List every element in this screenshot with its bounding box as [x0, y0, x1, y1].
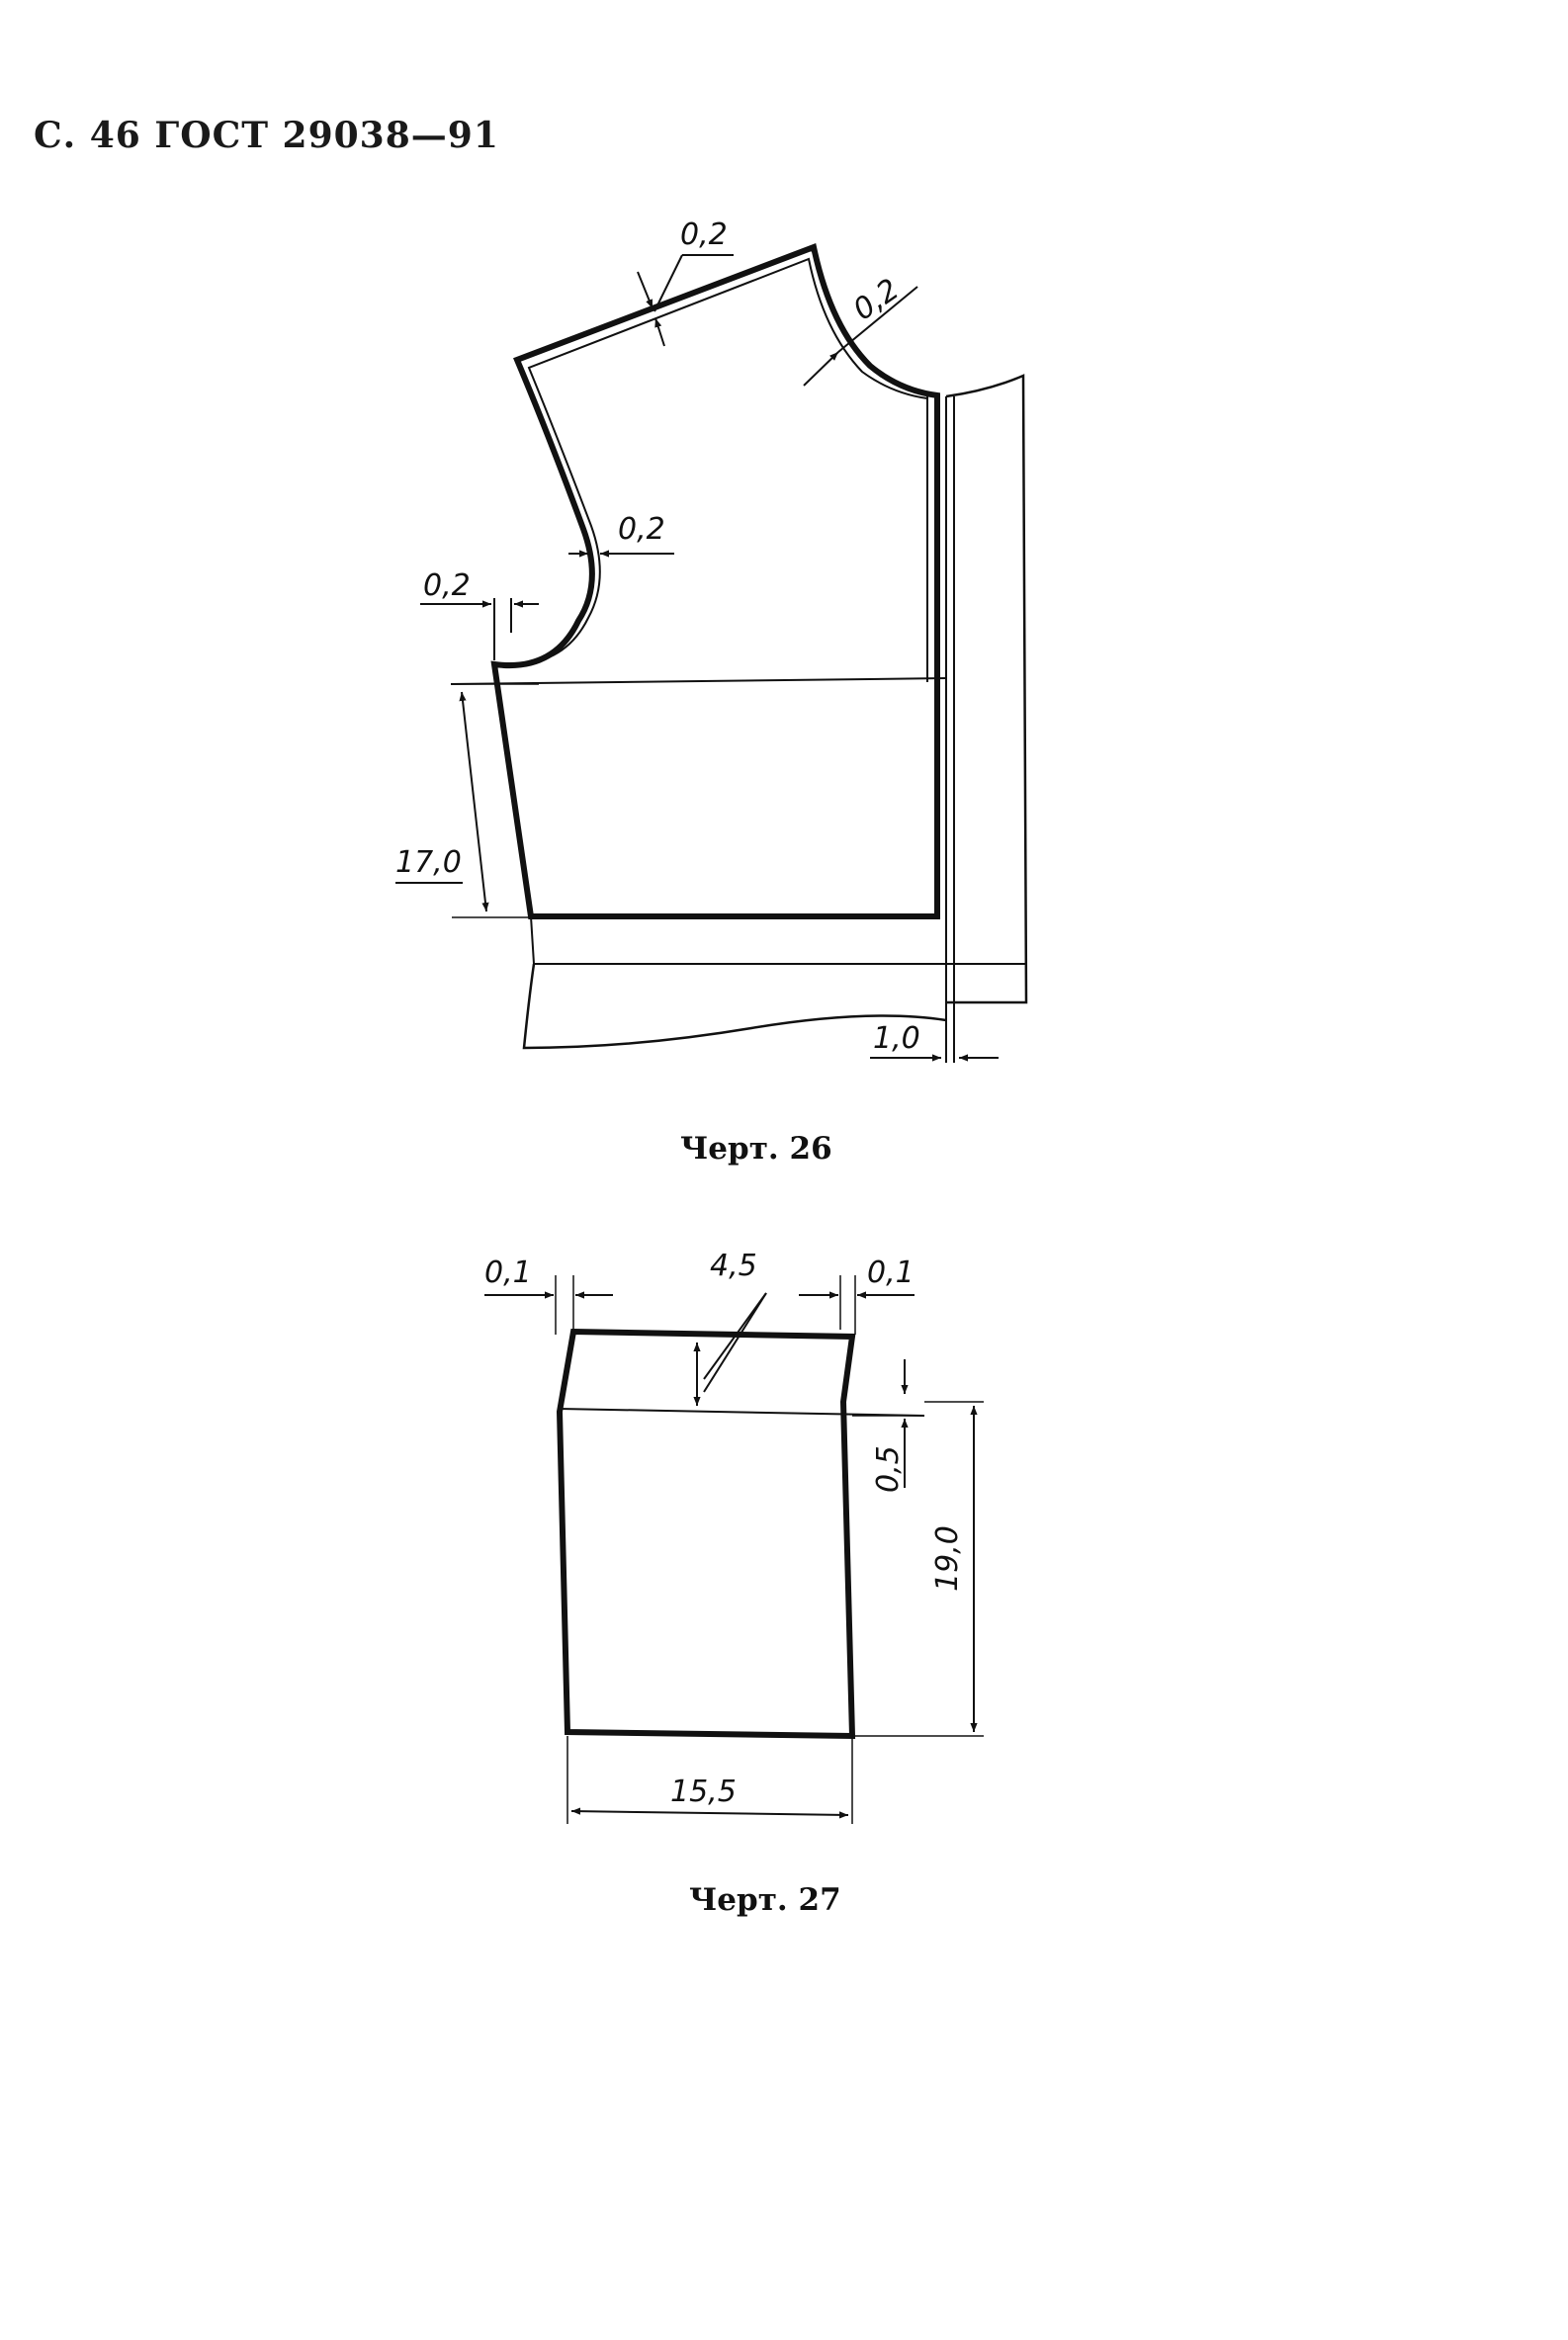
- dim-neck-label: 0,2: [847, 272, 906, 327]
- dim-side-label: 0,2: [423, 568, 471, 603]
- dim-height-label: 17,0: [395, 845, 462, 880]
- hem-bottom: [522, 963, 947, 1050]
- figure-27-caption: Черт. 27: [689, 1882, 841, 1918]
- dim-shoulder-label: 0,2: [680, 217, 728, 252]
- page-header: С. 46 ГОСТ 29038—91: [34, 115, 499, 156]
- dim-front-label: 1,0: [873, 1021, 920, 1056]
- dim-armhole-label: 0,2: [618, 512, 665, 547]
- figure-26-caption: Черт. 26: [680, 1131, 832, 1167]
- dim-155-line: [570, 1807, 849, 1819]
- dim-height-label-27: 19,0: [930, 1525, 965, 1592]
- dim-top-height-label: 4,5: [710, 1249, 757, 1283]
- dim-right-allowance-label: 0,1: [867, 1256, 915, 1290]
- dim-left-allowance-label: 0,1: [484, 1256, 532, 1290]
- fold-line: [559, 1408, 925, 1417]
- dim-17-line: [459, 691, 489, 912]
- figure-27: [484, 1275, 984, 1824]
- hem-extension: [530, 915, 1023, 965]
- panel-outer-contour: [490, 242, 940, 919]
- pocket-contour: [556, 1328, 856, 1740]
- figure-26: [395, 242, 1028, 1063]
- dim-offset-label: 0,5: [871, 1445, 906, 1493]
- dim-width-label: 15,5: [670, 1775, 737, 1809]
- facing-strip: [945, 374, 1028, 1004]
- panel-allowance-contour: [501, 257, 928, 682]
- waist-line: [450, 677, 948, 685]
